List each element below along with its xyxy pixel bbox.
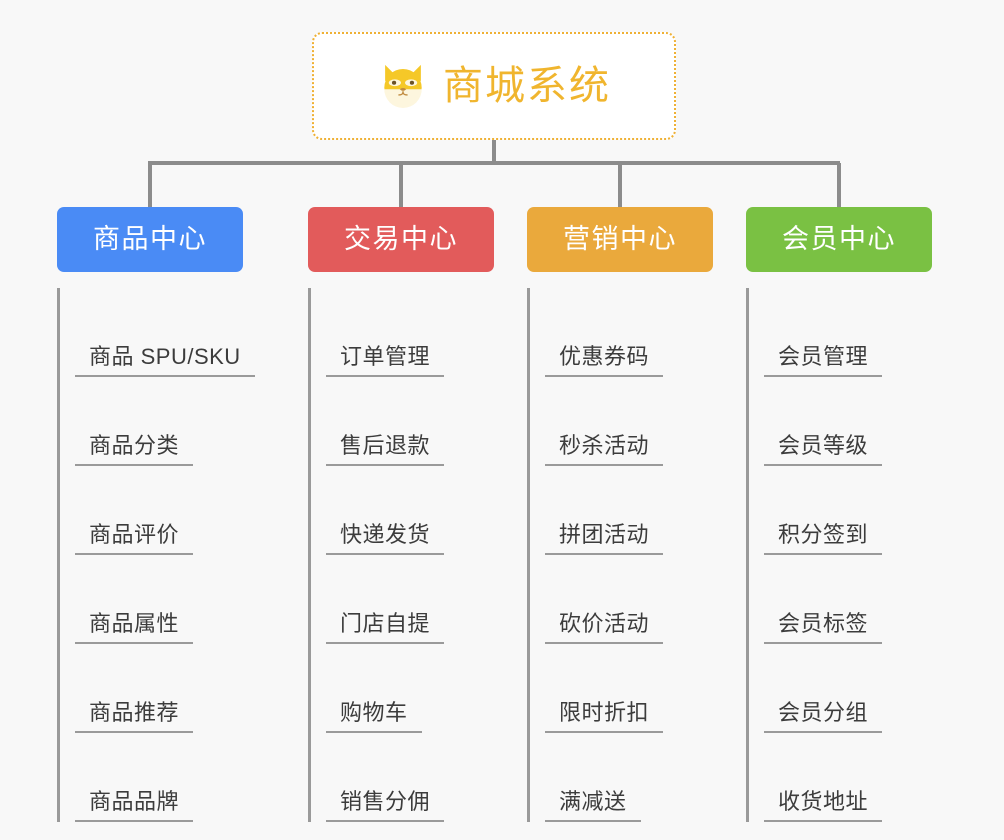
item-label: 秒杀活动 [545,432,664,466]
list-item[interactable]: 售后退款 [326,377,494,466]
category-header-0[interactable]: 商品中心 [57,207,243,272]
list-item[interactable]: 商品分类 [75,377,243,466]
list-item[interactable]: 商品属性 [75,555,243,644]
item-label: 商品分类 [75,432,194,466]
list-item[interactable]: 会员管理 [764,288,932,377]
item-label: 优惠券码 [545,343,664,377]
list-item[interactable]: 积分签到 [764,466,932,555]
list-item[interactable]: 会员等级 [764,377,932,466]
branch-column-2: 营销中心 优惠券码 秒杀活动 拼团活动 砍价活动 限时折扣 满减送 [527,207,713,822]
category-label-2: 营销中心 [563,224,677,254]
list-item[interactable]: 优惠券码 [545,288,713,377]
category-label-1: 交易中心 [344,224,458,254]
item-label: 收货地址 [764,788,883,822]
item-label: 订单管理 [326,343,445,377]
root-node[interactable]: 商城系统 [312,32,676,140]
item-label: 商品属性 [75,610,194,644]
item-label: 拼团活动 [545,521,664,555]
list-item[interactable]: 商品品牌 [75,733,243,822]
item-label: 商品 SPU/SKU [75,343,255,377]
list-item[interactable]: 门店自提 [326,555,494,644]
branch-item-list-2: 优惠券码 秒杀活动 拼团活动 砍价活动 限时折扣 满减送 [527,288,713,822]
list-item[interactable]: 商品 SPU/SKU [75,288,255,377]
list-item[interactable]: 购物车 [326,644,494,733]
category-header-3[interactable]: 会员中心 [746,207,932,272]
category-header-1[interactable]: 交易中心 [308,207,494,272]
list-item[interactable]: 销售分佣 [326,733,494,822]
branch-column-3: 会员中心 会员管理 会员等级 积分签到 会员标签 会员分组 收货地址 [746,207,932,822]
item-label: 售后退款 [326,432,445,466]
category-label-0: 商品中心 [93,224,207,254]
category-label-3: 会员中心 [782,224,896,254]
item-label: 会员等级 [764,432,883,466]
list-item[interactable]: 砍价活动 [545,555,713,644]
list-item[interactable]: 限时折扣 [545,644,713,733]
branch-column-1: 交易中心 订单管理 售后退款 快递发货 门店自提 购物车 销售分佣 [308,207,494,822]
branch-item-list-1: 订单管理 售后退款 快递发货 门店自提 购物车 销售分佣 [308,288,494,822]
item-label: 限时折扣 [545,699,664,733]
list-item[interactable]: 快递发货 [326,466,494,555]
item-label: 快递发货 [326,521,445,555]
item-label: 商品评价 [75,521,194,555]
item-label: 砍价活动 [545,610,664,644]
list-item[interactable]: 收货地址 [764,733,932,822]
list-item[interactable]: 商品评价 [75,466,243,555]
list-item[interactable]: 满减送 [545,733,713,822]
item-label: 销售分佣 [326,788,445,822]
item-label: 会员分组 [764,699,883,733]
list-item[interactable]: 订单管理 [326,288,494,377]
item-label: 积分签到 [764,521,883,555]
list-item[interactable]: 秒杀活动 [545,377,713,466]
item-label: 商品品牌 [75,788,194,822]
item-label: 门店自提 [326,610,445,644]
category-header-2[interactable]: 营销中心 [527,207,713,272]
branch-column-0: 商品中心 商品 SPU/SKU 商品分类 商品评价 商品属性 商品推荐 商品品牌 [57,207,255,822]
branch-item-list-0: 商品 SPU/SKU 商品分类 商品评价 商品属性 商品推荐 商品品牌 [57,288,255,822]
list-item[interactable]: 会员分组 [764,644,932,733]
branch-item-list-3: 会员管理 会员等级 积分签到 会员标签 会员分组 收货地址 [746,288,932,822]
list-item[interactable]: 商品推荐 [75,644,243,733]
list-item[interactable]: 拼团活动 [545,466,713,555]
item-label: 购物车 [326,699,422,733]
shiba-dog-face-icon [384,64,422,108]
root-title: 商城系统 [443,64,611,108]
item-label: 商品推荐 [75,699,194,733]
item-label: 会员标签 [764,610,883,644]
list-item[interactable]: 会员标签 [764,555,932,644]
item-label: 满减送 [545,788,641,822]
item-label: 会员管理 [764,343,883,377]
